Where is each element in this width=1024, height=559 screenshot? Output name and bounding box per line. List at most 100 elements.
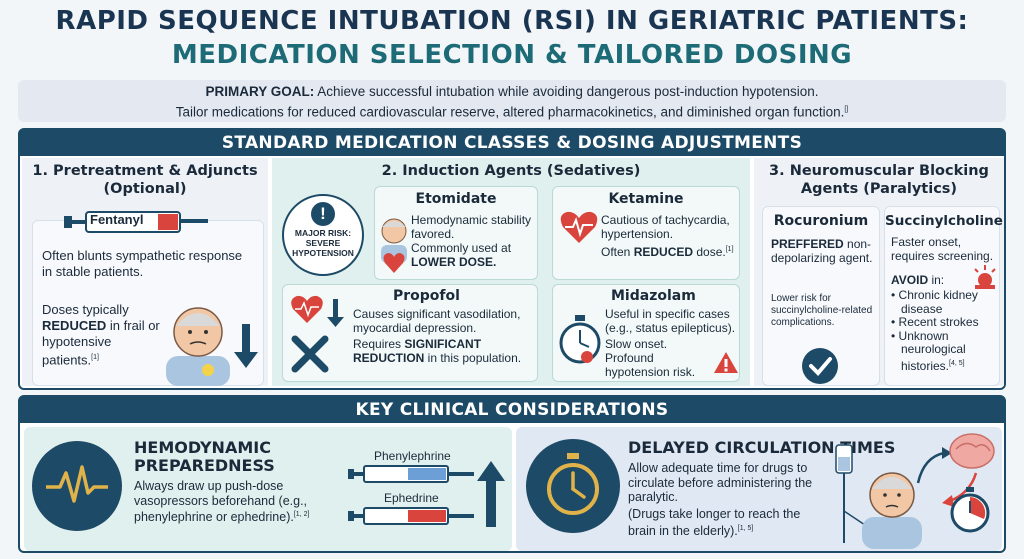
midazolam-name: Midazolam (611, 288, 696, 304)
avoid-label: AVOID (891, 273, 929, 287)
elderly-patient-icon (166, 307, 258, 386)
propofol-text-2c: in this population. (424, 351, 522, 365)
avoid-item-strokes: Recent strokes (898, 315, 979, 329)
propofol-text-1: Causes significant vasodilation, myocard… (353, 307, 521, 335)
avoid-item: • Recent strokes (891, 315, 979, 329)
timer-icon (547, 453, 599, 515)
goal-text-2: Tailor medications for reduced cardiovas… (175, 104, 845, 120)
stopwatch-icon-circle (526, 439, 620, 533)
title-line-1: RAPID SEQUENCE INTUBATION (RSI) IN GERIA… (55, 6, 969, 36)
circulation-title: DELAYED CIRCULATION TIMES (628, 438, 896, 457)
propofol-card: Propofol Causes significant vasodilation… (282, 284, 538, 382)
heart-down-x-icon (291, 295, 344, 373)
pretreatment-text-2: Doses typically REDUCED in frail or hypo… (42, 302, 160, 368)
circulation-ref: [1, 5] (737, 524, 754, 532)
ketamine-reduced: REDUCED (633, 245, 694, 259)
ketamine-text-1: Cautious of tachycardia, hypertension. (601, 213, 730, 241)
induction-title: 2. Induction Agents (Sedatives) (381, 163, 641, 179)
propofol-text-2a: Requires (353, 337, 405, 351)
clinical-considerations-section: KEY CLINICAL CONSIDERATIONS HEMODYNAMIC … (18, 395, 1006, 553)
rocuronium-name: Rocuronium (773, 213, 869, 229)
paralytics-column: 3. Neuromuscular Blocking Agents (Paraly… (754, 158, 1004, 386)
page-title: RAPID SEQUENCE INTUBATION (RSI) IN GERIA… (0, 4, 1024, 72)
etomidate-card: Etomidate Hemodynamic stability favored.… (374, 186, 538, 280)
patient-iv-brain-icon (835, 433, 995, 549)
major-risk-badge: ! MAJOR RISK: SEVERE HYPOTENSION (282, 194, 364, 276)
goal-text-1: Achieve successful intubation while avoi… (314, 84, 819, 99)
title-line-2: MEDICATION SELECTION & TAILORED DOSING (171, 40, 853, 70)
checkmark-icon (802, 348, 838, 384)
succinylcholine-name: Succinylcholine (885, 213, 1003, 229)
succinylcholine-ref: [4, 5] (949, 359, 965, 367)
heartbeat-icon-circle (32, 441, 122, 531)
heart-rate-icon (560, 211, 598, 243)
hemodynamic-text: Always draw up push-dose vasopressors be… (134, 479, 334, 525)
heartbeat-icon (46, 465, 108, 503)
propofol-name: Propofol (393, 288, 460, 304)
pretreatment-text-2a: Doses typically (42, 302, 129, 317)
hemodynamic-panel: HEMODYNAMIC PREPAREDNESS Always draw up … (24, 427, 512, 551)
rocuronium-text-1: PREFFERED non-depolarizing agent. (771, 237, 875, 265)
goal-label: PRIMARY GOAL: (205, 84, 315, 99)
pretreatment-text-2c: in frail or hypotensive patients. (42, 318, 160, 368)
succinylcholine-text-1: Faster onset, requires screening. (891, 235, 994, 263)
circulation-panel: DELAYED CIRCULATION TIMES Allow adequate… (516, 427, 1002, 551)
warning-icon (714, 352, 738, 373)
pretreatment-ref: [1] (91, 354, 99, 361)
avoid-item: • Unknown neurological histories.[4, 5] (891, 328, 966, 373)
phenylephrine-syringe-icon (348, 465, 474, 483)
ketamine-name: Ketamine (608, 191, 684, 207)
succinylcholine-avoid: AVOID in: (891, 273, 944, 287)
ketamine-ref: [1] (725, 246, 734, 253)
ketamine-text-2: Often REDUCED dose.[1] (601, 243, 737, 259)
circulation-text-2: (Drugs take longer to reach the brain in… (628, 507, 824, 538)
etomidate-text-1: Hemodynamic stability favored. (411, 213, 532, 241)
ephedrine-label: Ephedrine (384, 491, 439, 505)
hemodynamic-title: HEMODYNAMIC PREPAREDNESS (134, 438, 275, 475)
pretreatment-reduced: REDUCED (42, 318, 107, 333)
ketamine-text-2a: Often (601, 245, 634, 259)
avoid-item: • Chronic kidney disease (891, 288, 978, 316)
propofol-reduction: SIGNIFICANT REDUCTION (353, 337, 482, 365)
rocuronium-text-1b: non-depolarizing agent. (771, 237, 873, 265)
medication-classes-heading: STANDARD MEDICATION CLASSES & DOSING ADJ… (20, 130, 1004, 156)
goal-mark: [] (844, 106, 849, 113)
midazolam-card: Midazolam Useful in specific cases (e.g.… (552, 284, 740, 382)
alert-icon: ! (311, 202, 335, 226)
alarm-icon (974, 265, 996, 289)
rocuronium-card: Rocuronium PREFFERED non-depolarizing ag… (762, 206, 880, 386)
etomidate-text-3: LOWER DOSE. (411, 255, 497, 269)
ketamine-text-2c: dose. (693, 245, 726, 259)
hemodynamic-ref: [1, 2] (293, 511, 310, 518)
pretreatment-card (32, 220, 264, 386)
pretreatment-column: 1. Pretreatment & Adjuncts (Optional) Fe… (22, 158, 268, 386)
avoid-item-neuro: Unknown neurological histories. (898, 328, 966, 373)
pretreatment-text-1: Often blunts sympathetic response in sta… (42, 248, 243, 279)
stopwatch-icon (559, 315, 601, 364)
midazolam-text-2: Slow onset. Profound hypotension risk. (605, 337, 696, 379)
avoid-list: • Chronic kidney disease • Recent stroke… (891, 288, 999, 373)
propofol-text-2: Requires SIGNIFICANT REDUCTION in this p… (353, 337, 535, 365)
medication-classes-section: STANDARD MEDICATION CLASSES & DOSING ADJ… (18, 128, 1006, 390)
rocuronium-text-2: Lower risk for succinylcholine-related c… (771, 293, 873, 328)
hemodynamic-text-body: Always draw up push-dose vasopressors be… (134, 479, 308, 525)
elderly-heart-icon (381, 218, 407, 273)
primary-goal-box: PRIMARY GOAL: Achieve successful intubat… (18, 80, 1006, 122)
pretreatment-title: 1. Pretreatment & Adjuncts (Optional) (32, 163, 258, 197)
etomidate-text-2: Commonly used at (411, 241, 512, 255)
ephedrine-syringe-icon (348, 507, 474, 525)
succinylcholine-card: Succinylcholine Faster onset, requires s… (884, 206, 1003, 386)
circulation-text-2-body: (Drugs take longer to reach the brain in… (628, 507, 801, 538)
etomidate-name: Etomidate (415, 191, 497, 207)
major-risk-text: MAJOR RISK: SEVERE HYPOTENSION (292, 228, 354, 258)
induction-column: 2. Induction Agents (Sedatives) ! MAJOR … (272, 158, 750, 386)
rocuronium-preferred: PREFFERED (771, 237, 844, 251)
circulation-text-1: Allow adequate time for drugs to circula… (628, 461, 813, 504)
avoid-suffix: in: (928, 273, 945, 287)
phenylephrine-label: Phenylephrine (374, 449, 451, 463)
clinical-considerations-heading: KEY CLINICAL CONSIDERATIONS (20, 397, 1004, 423)
avoid-item-ckd: Chronic kidney disease (898, 288, 978, 316)
arrow-up-icon (477, 461, 505, 527)
ketamine-card: Ketamine Cautious of tachycardia, hypert… (552, 186, 740, 280)
fentanyl-label: Fentanyl (90, 212, 144, 227)
